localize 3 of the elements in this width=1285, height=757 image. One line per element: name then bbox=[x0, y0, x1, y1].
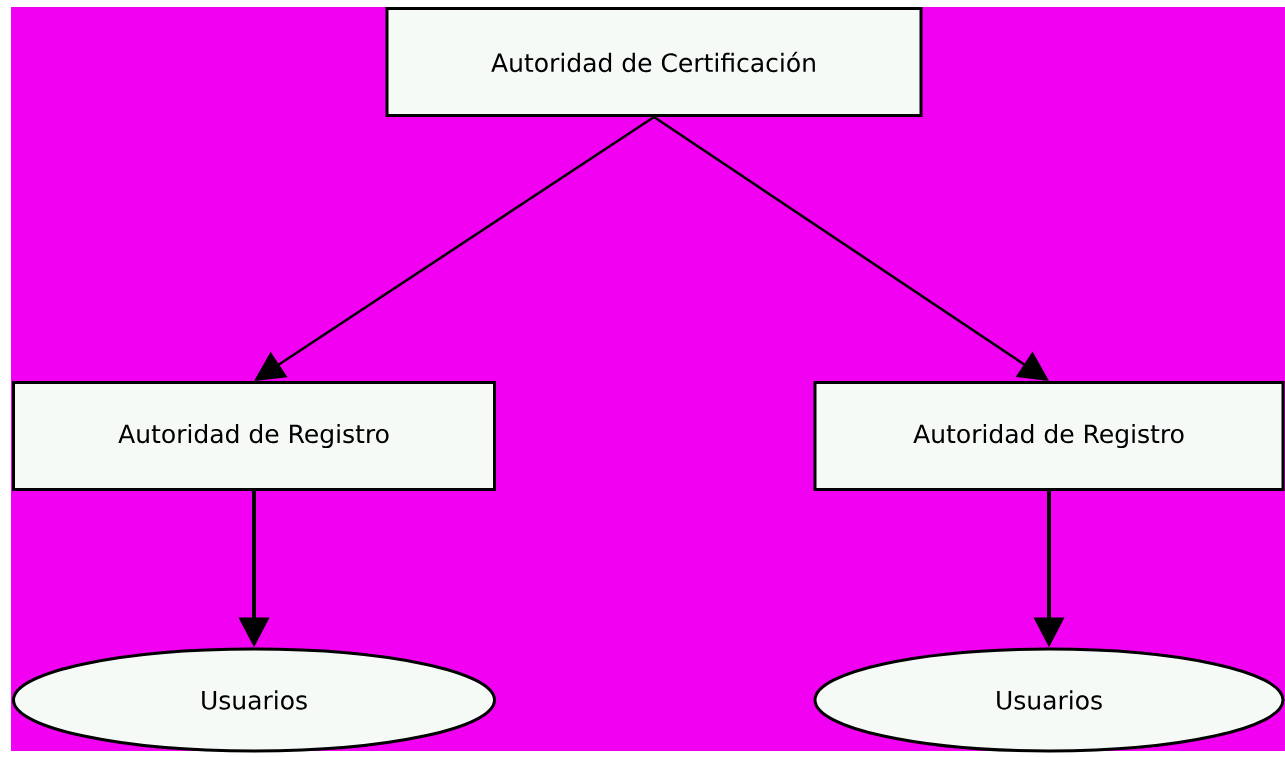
process-box: Autoridad de Registro bbox=[813, 381, 1285, 491]
process-box: Autoridad de Registro bbox=[12, 381, 496, 491]
process-box: Autoridad de Certificación bbox=[385, 7, 923, 117]
